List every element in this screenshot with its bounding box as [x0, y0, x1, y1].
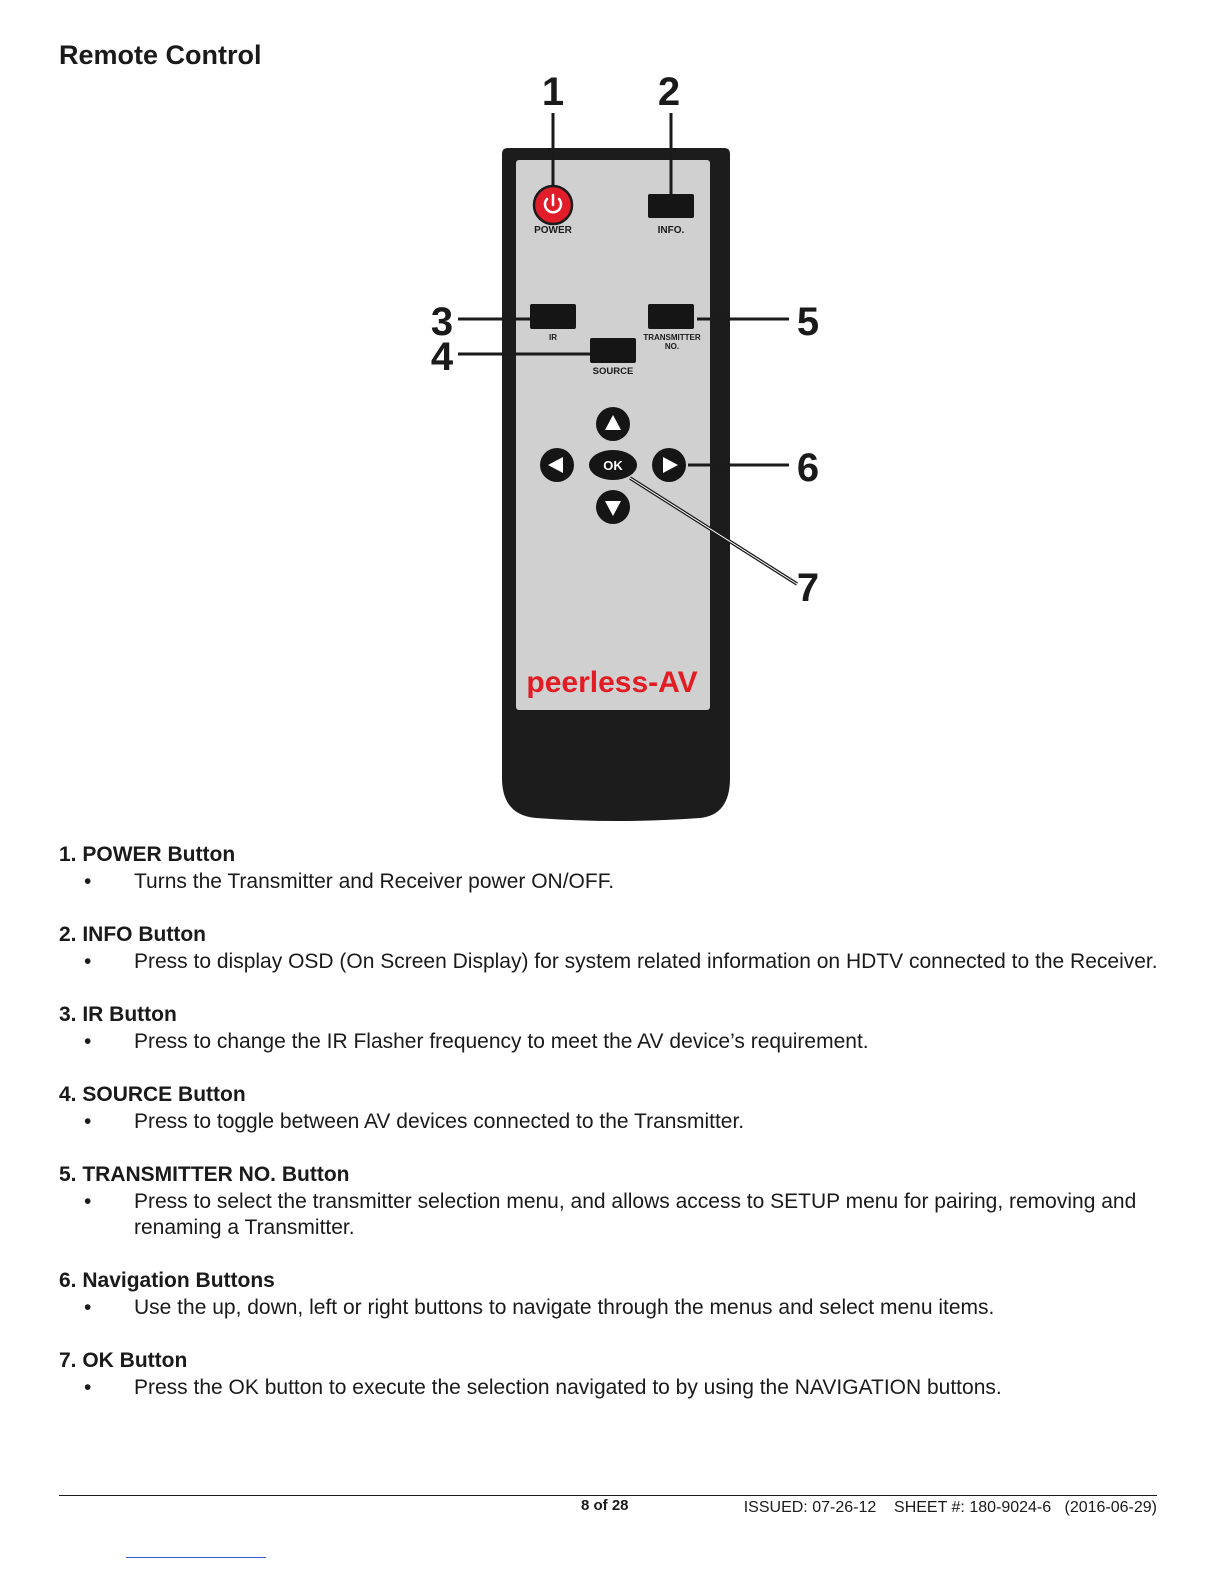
item-text: Press the OK button to execute the selec… — [134, 1376, 1002, 1399]
nav-up-button[interactable] — [596, 407, 630, 441]
issued-sheet-info: ISSUED: 07-26-12 SHEET #: 180-9024-6 (20… — [743, 1499, 1157, 1516]
button-descriptions: 1. POWER Button • Turns the Transmitter … — [59, 842, 1169, 1428]
callout-1: 1 — [542, 70, 564, 114]
item-heading: 7. OK Button — [59, 1349, 188, 1372]
bullet: • — [84, 1376, 92, 1399]
item-body: • Press to toggle between AV devices con… — [59, 1109, 1169, 1135]
callout-5: 5 — [797, 300, 819, 344]
power-icon — [543, 197, 563, 214]
bullet: • — [84, 1296, 92, 1319]
item-heading: 2. INFO Button — [59, 923, 206, 946]
power-button-label: POWER — [534, 225, 573, 236]
description-item-ir: 3. IR Button • Press to change the IR Fl… — [59, 1002, 1169, 1055]
item-heading: 1. POWER Button — [59, 843, 236, 866]
item-text: Use the up, down, left or right buttons … — [134, 1296, 995, 1319]
bullet: • — [84, 1030, 92, 1053]
ok-button-label: OK — [603, 458, 623, 473]
item-text: Press to display OSD (On Screen Display)… — [134, 950, 1158, 973]
transmitter-button-label-line1: TRANSMITTER — [643, 333, 701, 342]
bullet: • — [84, 870, 92, 893]
transmitter-button-label-line2: NO. — [665, 342, 679, 351]
ir-button[interactable] — [530, 304, 576, 329]
power-button[interactable] — [532, 184, 574, 226]
bullet: • — [84, 1110, 92, 1133]
callout-6: 6 — [797, 446, 819, 490]
page-title: Remote Control — [59, 40, 262, 70]
arrow-up-icon — [605, 415, 621, 430]
description-item-source: 4. SOURCE Button • Press to toggle betwe… — [59, 1082, 1169, 1135]
nav-right-button[interactable] — [652, 448, 686, 482]
item-heading: 3. IR Button — [59, 1003, 177, 1026]
item-text: Press to change the IR Flasher frequency… — [134, 1030, 869, 1053]
nav-left-button[interactable] — [540, 448, 574, 482]
source-button-label: SOURCE — [593, 366, 634, 377]
page-number: 8 of 28 — [581, 1497, 629, 1514]
item-text: Turns the Transmitter and Receiver power… — [134, 870, 615, 893]
description-item-power: 1. POWER Button • Turns the Transmitter … — [59, 842, 1169, 895]
item-body: • Turns the Transmitter and Receiver pow… — [59, 869, 1169, 895]
bullet: • — [84, 1190, 92, 1213]
ir-button-label: IR — [549, 333, 557, 342]
blue-underline-mark — [126, 1557, 266, 1558]
description-item-ok: 7. OK Button • Press the OK button to ex… — [59, 1348, 1169, 1401]
footer-divider — [59, 1495, 1157, 1496]
transmitter-no-button[interactable] — [648, 304, 694, 329]
item-heading: 5. TRANSMITTER NO. Button — [59, 1163, 350, 1186]
callout-3: 3 — [431, 300, 453, 344]
item-body: • Press to display OSD (On Screen Displa… — [59, 949, 1169, 975]
item-text: Press to select the transmitter selectio… — [134, 1190, 1137, 1239]
callout-4: 4 — [431, 335, 454, 379]
arrow-down-icon — [605, 501, 621, 516]
item-body: • Use the up, down, left or right button… — [59, 1295, 1169, 1321]
item-text: Press to toggle between AV devices conne… — [134, 1110, 745, 1133]
description-item-navigation: 6. Navigation Buttons • Use the up, down… — [59, 1268, 1169, 1321]
source-button[interactable] — [590, 338, 636, 363]
callout-7: 7 — [797, 566, 819, 610]
item-heading: 4. SOURCE Button — [59, 1083, 246, 1106]
nav-down-button[interactable] — [596, 490, 630, 524]
arrow-right-icon — [663, 457, 678, 473]
info-button[interactable] — [648, 194, 694, 218]
bullet: • — [84, 950, 92, 973]
item-body: • Press to change the IR Flasher frequen… — [59, 1029, 1169, 1055]
item-heading: 6. Navigation Buttons — [59, 1269, 275, 1292]
peerless-av-logo: peerless-AV — [526, 666, 697, 699]
callout-2: 2 — [658, 70, 680, 114]
item-body: • Press the OK button to execute the sel… — [59, 1375, 1169, 1401]
description-item-info: 2. INFO Button • Press to display OSD (O… — [59, 922, 1169, 975]
ok-button[interactable]: OK — [589, 450, 637, 480]
item-body: • Press to select the transmitter select… — [59, 1189, 1169, 1241]
remote-control-diagram: 1 2 3 4 5 6 7 POWER INFO. IR TRANSMITTER… — [431, 70, 819, 821]
info-button-label: INFO. — [658, 225, 685, 236]
leader-line-7-inner — [629, 477, 798, 585]
arrow-left-icon — [548, 457, 563, 473]
description-item-transmitter-no: 5. TRANSMITTER NO. Button • Press to sel… — [59, 1162, 1169, 1241]
